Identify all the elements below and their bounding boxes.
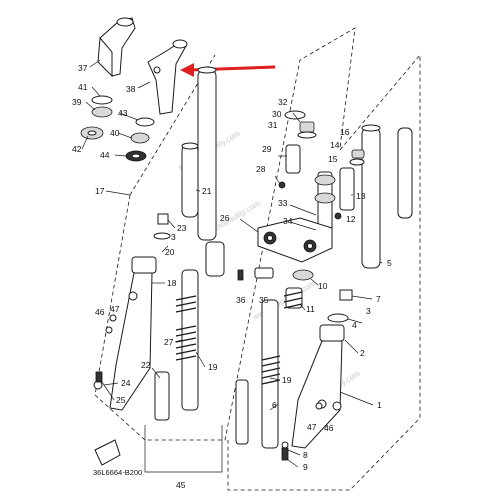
- callout-9: 9: [303, 462, 308, 472]
- bushing-23: [157, 213, 169, 225]
- callout-15: 15: [328, 154, 338, 164]
- callout-32: 32: [278, 97, 288, 107]
- callout-47a: 47: [110, 304, 120, 314]
- callout-13: 13: [356, 191, 366, 201]
- callout-43: 43: [118, 108, 128, 118]
- callout-10: 10: [318, 281, 328, 291]
- callout-39: 39: [72, 97, 82, 107]
- callout-6: 6: [272, 400, 277, 410]
- callout-34: 34: [283, 216, 293, 226]
- callout-3b: 3: [366, 306, 371, 316]
- o-ring-15: [349, 158, 365, 166]
- callout-36: 36: [236, 295, 246, 305]
- damper-rod-right: [235, 287, 303, 449]
- bolt-9: [281, 447, 289, 461]
- screw-47b: [315, 402, 323, 410]
- fastener-group-left: [80, 95, 155, 162]
- callout-19a: 19: [208, 362, 218, 372]
- callout-44: 44: [100, 150, 110, 160]
- outer-tube-18: [109, 256, 157, 411]
- bracket-45: [144, 425, 223, 473]
- callout-47b: 47: [307, 422, 317, 432]
- callout-26: 26: [220, 213, 230, 223]
- callout-8: 8: [303, 450, 308, 460]
- callout-7: 7: [376, 294, 381, 304]
- callout-22: 22: [141, 360, 151, 370]
- outer-tube-1: [291, 324, 345, 449]
- right-fork-boundary: [227, 53, 421, 491]
- callout-labels: 37 38 41 39 43 40 42 44 17 21 23 3 20 18…: [72, 63, 392, 490]
- o-ring-30: [284, 110, 306, 120]
- callout-33: 33: [278, 198, 288, 208]
- pointer-arrow-head: [180, 63, 194, 77]
- callout-3a: 3: [171, 232, 176, 242]
- damper-rod-left: [154, 241, 225, 421]
- cap-14: [351, 149, 365, 159]
- callout-19b: 19: [282, 375, 292, 385]
- callout-42: 42: [72, 144, 82, 154]
- bolt-12: [334, 212, 342, 220]
- cap-bolt-32: [297, 121, 317, 139]
- washer-46: [109, 314, 117, 322]
- callout-14: 14: [330, 140, 340, 150]
- bolt-36: [237, 269, 244, 281]
- under-bracket-10: [257, 217, 333, 263]
- callout-41: 41: [78, 82, 88, 92]
- screw-47: [105, 326, 113, 334]
- spacer-13: [339, 167, 355, 211]
- callout-23: 23: [177, 223, 187, 233]
- long-tube-right: [397, 127, 413, 219]
- handlebar-38: [147, 39, 188, 115]
- long-tube-26: [197, 66, 217, 241]
- bushing-7: [339, 289, 353, 301]
- callout-35: 35: [259, 295, 269, 305]
- left-fork-boundary: [94, 27, 356, 441]
- washer-8: [281, 441, 289, 449]
- callout-17: 17: [95, 186, 105, 196]
- callout-30: 30: [272, 109, 282, 119]
- callout-5: 5: [387, 258, 392, 268]
- spacer-29: [285, 144, 301, 174]
- callout-29: 29: [262, 144, 272, 154]
- callout-11: 11: [306, 304, 315, 314]
- bolt-28: [278, 181, 286, 189]
- callout-46b: 46: [324, 423, 334, 433]
- reflector-tag: [94, 439, 121, 466]
- callout-1: 1: [377, 400, 382, 410]
- washer-46b: [332, 401, 342, 411]
- callout-28: 28: [256, 164, 266, 174]
- callout-37: 37: [78, 63, 88, 73]
- handlebar-37: [97, 17, 136, 78]
- bolt-25: [95, 371, 103, 383]
- callout-18: 18: [167, 278, 177, 288]
- callout-31: 31: [268, 120, 278, 130]
- bearing-10: [292, 269, 314, 281]
- callout-24: 24: [121, 378, 131, 388]
- callout-4: 4: [352, 320, 357, 330]
- clamp-35: [254, 267, 274, 279]
- callout-21: 21: [202, 186, 212, 196]
- callout-27: 27: [164, 337, 174, 347]
- washer-3b: [327, 313, 349, 323]
- inner-tube-5: [361, 124, 381, 269]
- callout-12: 12: [346, 214, 356, 224]
- washer-3: [153, 232, 171, 240]
- callout-16: 16: [340, 127, 350, 137]
- callout-20: 20: [165, 247, 175, 257]
- callout-2: 2: [360, 348, 365, 358]
- callout-40: 40: [110, 128, 120, 138]
- callout-46a: 46: [95, 307, 105, 317]
- leader-lines: [81, 59, 383, 468]
- inner-tube-21: [181, 142, 199, 218]
- callout-25: 25: [116, 395, 126, 405]
- catalog-code: 36L6664-B200: [93, 468, 142, 477]
- callout-45: 45: [176, 480, 186, 490]
- callout-38: 38: [126, 84, 136, 94]
